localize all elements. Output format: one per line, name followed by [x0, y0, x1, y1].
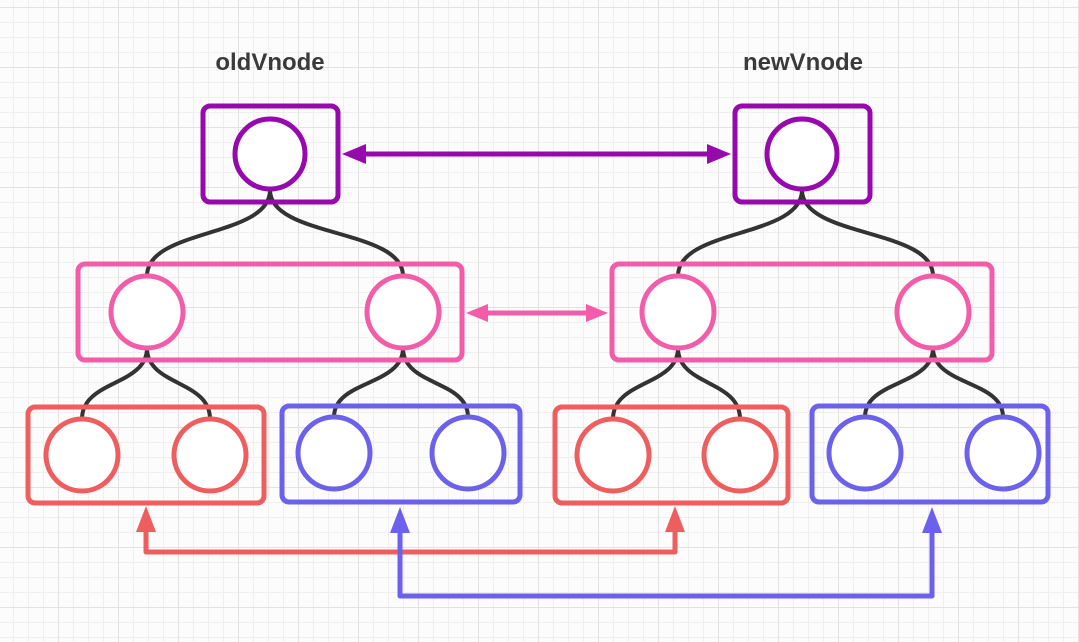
oldvnode-child-node-1 — [108, 273, 186, 351]
newvnode-root-box — [732, 103, 873, 205]
oldvnode-root — [200, 103, 341, 205]
red-leaf-link-left-head — [136, 506, 156, 532]
new-red-leaf-group — [552, 404, 791, 506]
root-compare-arrow — [342, 144, 731, 164]
newvnode-label: newVnode — [743, 49, 863, 76]
new-blue-leaf-box — [809, 403, 1051, 505]
red-leaf-link-shaft — [143, 530, 678, 555]
blue-leaf-link-arrow — [390, 507, 942, 599]
edge-newroot-right-child — [800, 188, 935, 278]
root-compare-arrow-left-head — [342, 144, 366, 164]
newvnode-child-node-2 — [894, 273, 972, 351]
new-red-leaf-node-1 — [574, 416, 652, 494]
new-red-leaf-box — [552, 404, 791, 506]
new-red-leaf-node-2 — [701, 416, 779, 494]
blue-leaf-link-right-head — [922, 507, 942, 533]
oldvnode-children-box — [75, 261, 465, 363]
red-leaf-link-arrow — [136, 506, 685, 555]
oldvnode-child-node-2 — [364, 273, 442, 351]
oldvnode-label: oldVnode — [215, 49, 324, 76]
new-blue-leaf-node-1 — [826, 414, 904, 492]
children-compare-arrow-left-head — [466, 304, 488, 322]
old-blue-leaf-group — [279, 403, 523, 505]
edge-newroot-left-child — [676, 188, 804, 278]
new-blue-leaf-group — [809, 403, 1051, 505]
tree-edges — [80, 188, 1005, 421]
children-compare-arrow-right-head — [586, 304, 608, 322]
newvnode-children-box — [609, 261, 995, 363]
edge-oldroot-right-child — [268, 188, 405, 278]
root-compare-arrow-right-head — [707, 144, 731, 164]
newvnode-children — [609, 261, 995, 363]
old-blue-leaf-box — [279, 403, 523, 505]
old-blue-leaf-node-1 — [295, 414, 373, 492]
newvnode-root-node — [764, 116, 840, 192]
red-leaf-link-right-head — [665, 506, 685, 532]
edge-oldroot-left-child — [145, 188, 272, 278]
oldvnode-root-node — [232, 116, 308, 192]
blue-leaf-link-shaft — [397, 531, 935, 599]
newvnode-root — [732, 103, 873, 205]
old-blue-leaf-node-2 — [429, 414, 507, 492]
old-red-leaf-group — [25, 404, 267, 506]
old-red-leaf-box — [25, 404, 267, 506]
old-red-leaf-node-2 — [171, 416, 249, 494]
newvnode-child-node-1 — [639, 273, 717, 351]
oldvnode-root-box — [200, 103, 341, 205]
blue-leaf-link-left-head — [390, 507, 410, 533]
oldvnode-children — [75, 261, 465, 363]
old-red-leaf-node-1 — [43, 416, 121, 494]
new-blue-leaf-node-2 — [964, 414, 1042, 492]
children-compare-arrow — [466, 304, 608, 322]
